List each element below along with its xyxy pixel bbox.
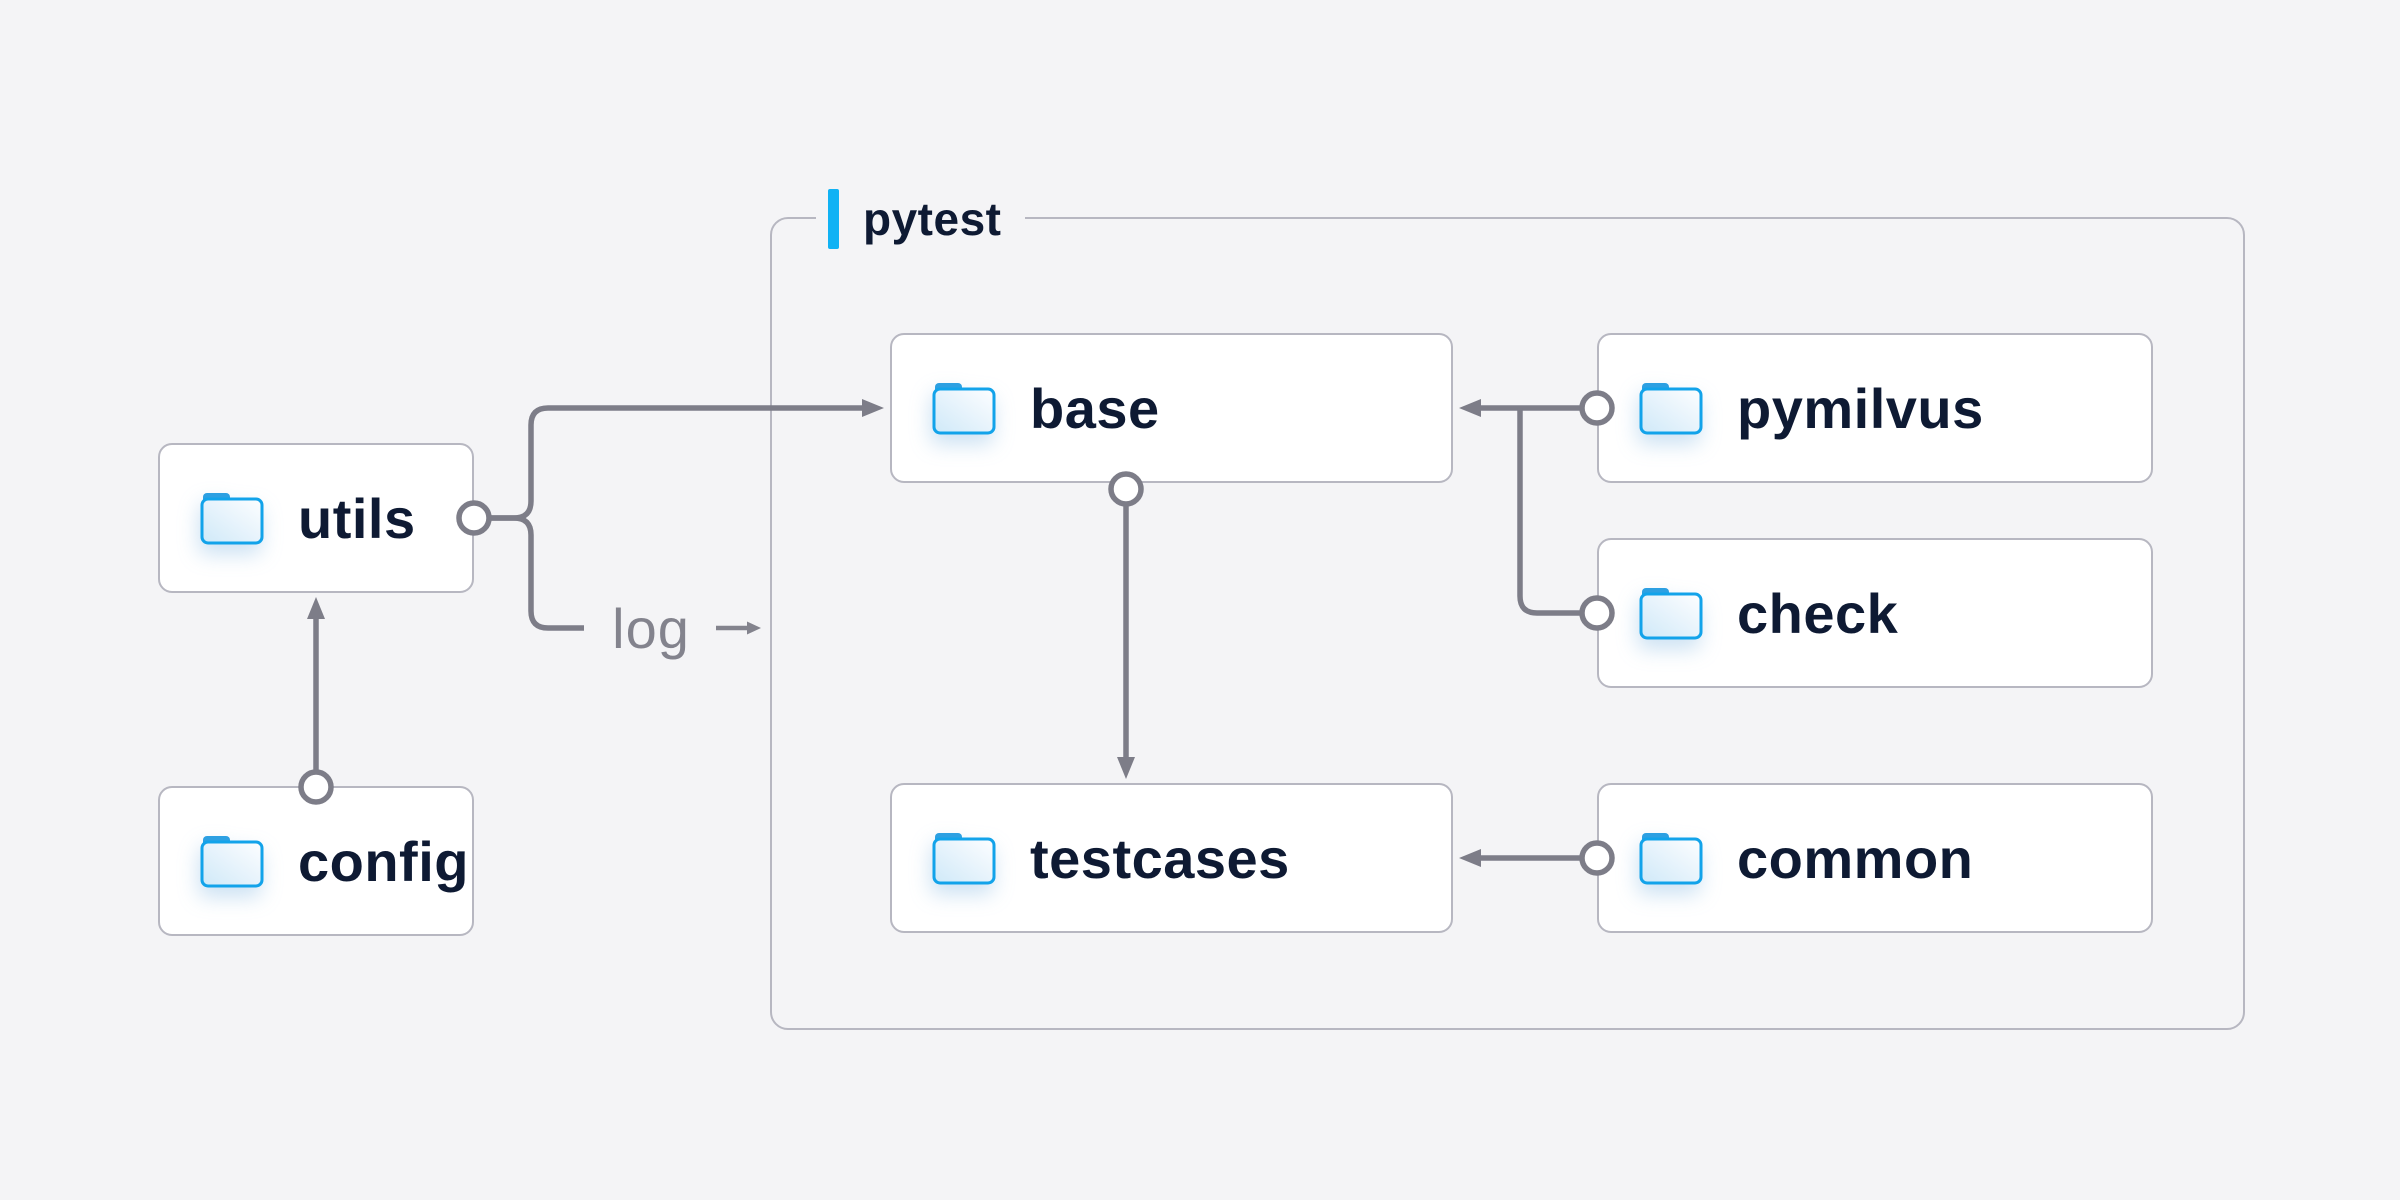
node-utils: utils bbox=[158, 443, 474, 593]
folder-icon bbox=[932, 381, 996, 435]
node-check: check bbox=[1597, 538, 2153, 688]
pytest-group-container: pytest bbox=[770, 186, 2245, 1030]
node-label: check bbox=[1737, 581, 1899, 645]
node-pymilvus: pymilvus bbox=[1597, 333, 2153, 483]
node-base: base bbox=[890, 333, 1453, 483]
folder-icon bbox=[200, 491, 264, 545]
edge-label-log: log bbox=[612, 596, 690, 660]
node-label: config bbox=[298, 829, 469, 893]
folder-icon bbox=[200, 834, 264, 888]
folder-icon bbox=[932, 831, 996, 885]
folder-icon bbox=[1639, 831, 1703, 885]
node-label: base bbox=[1030, 376, 1160, 440]
group-title: pytest bbox=[863, 193, 1002, 245]
folder-icon bbox=[1639, 586, 1703, 640]
node-label: pymilvus bbox=[1737, 376, 1984, 440]
node-testcases: testcases bbox=[890, 783, 1453, 933]
pytest-group-label: pytest bbox=[816, 186, 1026, 252]
node-label: utils bbox=[298, 486, 416, 550]
accent-bar bbox=[828, 189, 839, 249]
node-label: testcases bbox=[1030, 826, 1290, 890]
node-common: common bbox=[1597, 783, 2153, 933]
edge-utils-log bbox=[490, 515, 584, 631]
node-config: config bbox=[158, 786, 474, 936]
node-label: common bbox=[1737, 826, 1974, 890]
folder-icon bbox=[1639, 381, 1703, 435]
